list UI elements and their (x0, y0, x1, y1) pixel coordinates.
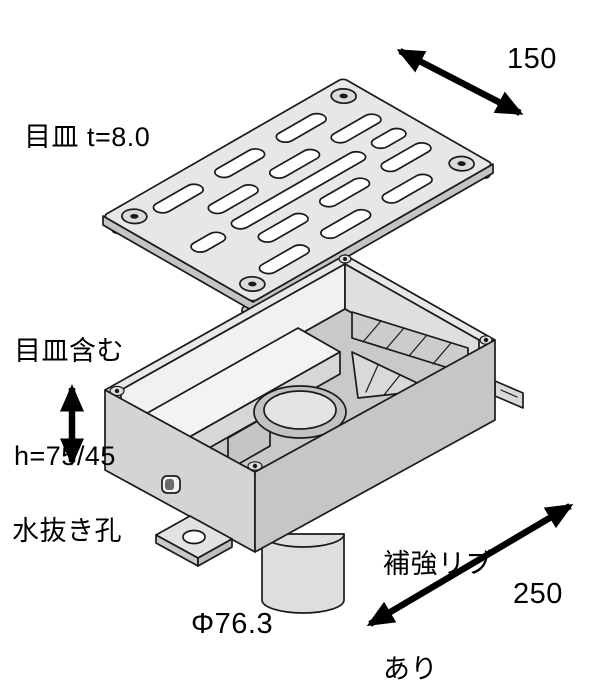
drain-body (104, 254, 524, 614)
plate-top-face (103, 78, 493, 302)
drain-hole (161, 475, 181, 494)
plate-slots (134, 96, 462, 285)
plate-screws (117, 86, 480, 294)
body-right-face (254, 339, 496, 553)
mounting-tab (155, 515, 233, 567)
pipe-diameter-label: Φ76.3 (191, 608, 274, 640)
depth-dimension-arrow (366, 503, 574, 627)
pipe-opening (253, 385, 347, 439)
rib-label-line1: 補強リブ (383, 549, 493, 579)
plate-thickness-edge (102, 163, 494, 312)
outlet-pipe (261, 533, 345, 614)
rib-label: 補強リブ あり (383, 477, 493, 692)
grate-label: 目皿 t=8.0 (24, 122, 151, 152)
width-dimension-arrow (396, 48, 524, 116)
width-dimension-value: 150 (507, 43, 557, 75)
height-label: 目皿含む h=75/45 (14, 264, 124, 544)
height-label-line2: h=75/45 (14, 441, 116, 471)
dimension-arrows (59, 48, 574, 627)
height-label-line1: 目皿含む (14, 336, 124, 366)
drain-hole-label: 水抜き孔 (12, 516, 122, 546)
rib-label-line2: あり (383, 654, 438, 684)
side-tab (494, 380, 524, 409)
rim-screw-holes (109, 254, 493, 471)
depth-dimension-value: 250 (513, 578, 563, 610)
grate-plate (102, 78, 494, 319)
